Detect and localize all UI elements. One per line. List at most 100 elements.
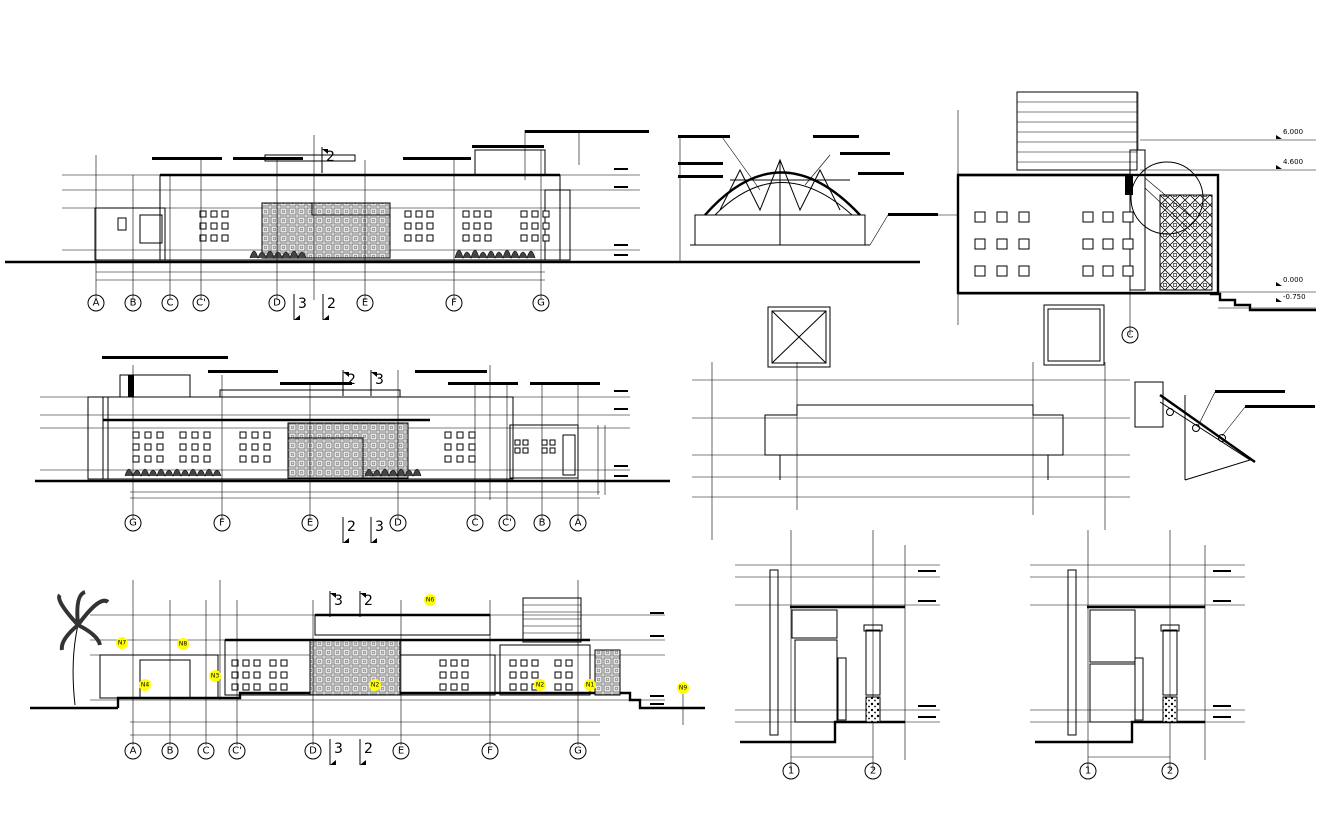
window [484,222,492,230]
gridline-label: D [273,298,281,309]
window [462,234,470,242]
window [1102,238,1114,250]
window [522,439,529,446]
window [542,234,550,242]
marker-bubble [369,679,381,691]
marker-label: N3 [211,673,219,680]
gridline-label: C' [232,746,242,757]
marker-label: N2 [371,682,379,689]
window [1122,211,1134,223]
window [484,234,492,242]
window [514,447,521,454]
wall-right-grid-1: 1 [1085,766,1091,777]
window [509,659,517,667]
gridline-bubble [213,514,231,532]
gridline-label: C [167,298,174,309]
gridline-label: A [130,746,137,757]
window [468,443,476,451]
window [456,443,464,451]
gridline-bubble [161,742,179,760]
gridline-label: G [537,298,545,309]
section-mark-label: 3 [375,519,384,535]
window [231,659,239,667]
gridline-bubble [569,514,587,532]
window [462,210,470,218]
gridline-bubble [268,294,286,312]
gridline-bubble [533,514,551,532]
window [542,222,550,230]
level-0750: -0.750 [1283,293,1306,301]
canopy-detail [692,362,1315,540]
window [1102,211,1114,223]
plan-symbols [767,304,1105,368]
gridline-bubble [481,742,499,760]
window [210,234,218,242]
window [231,671,239,679]
window [269,671,277,679]
window [531,210,539,218]
gridline-bubble [304,742,322,760]
window [280,683,288,691]
window [974,265,986,277]
window [144,455,152,463]
window [565,683,573,691]
window [404,210,412,218]
gridline-bubble [466,514,484,532]
gridline-bubble [392,742,410,760]
window [439,683,447,691]
gridline-label: F [219,518,225,529]
gridline-bubble [569,742,587,760]
window [253,671,261,679]
window [996,238,1008,250]
window [461,683,469,691]
window [468,455,476,463]
gridline-bubble [498,514,516,532]
wall-sections: 1 2 1 2 [735,530,1245,780]
window [509,671,517,679]
window [531,222,539,230]
window [404,234,412,242]
window [520,234,528,242]
side-elevation: 6.000 4.600 0.000 -0.750 C [956,91,1316,344]
window [242,671,250,679]
window [415,222,423,230]
gridline-bubble [87,294,105,312]
window [996,265,1008,277]
section-mark-label: 2 [347,519,356,535]
window [444,443,452,451]
window [522,447,529,454]
gridline-bubble [161,294,179,312]
window [444,431,452,439]
window [456,455,464,463]
window [404,222,412,230]
window [280,671,288,679]
section-mark-label: 3 [334,593,343,609]
marker-bubble [534,679,546,691]
gridline-bubble [356,294,374,312]
window [1122,265,1134,277]
section-mark-label: 2 [364,741,373,757]
side-gridline-c: C [1127,330,1134,341]
window [269,683,277,691]
window [554,671,562,679]
window [1018,238,1030,250]
window [132,443,140,451]
window [132,455,140,463]
window [520,210,528,218]
gridline-label: C' [196,298,206,309]
window [210,222,218,230]
gridline-label: B [539,518,546,529]
dome-elevation [678,135,958,262]
window [221,210,229,218]
gridline-bubble [124,742,142,760]
gridline-bubble [124,514,142,532]
section-mark-label: 2 [327,296,336,312]
window [239,443,247,451]
gridline-label: F [487,746,493,757]
window [439,671,447,679]
window [484,210,492,218]
window [450,671,458,679]
marker-bubble [584,679,596,691]
window [191,455,199,463]
